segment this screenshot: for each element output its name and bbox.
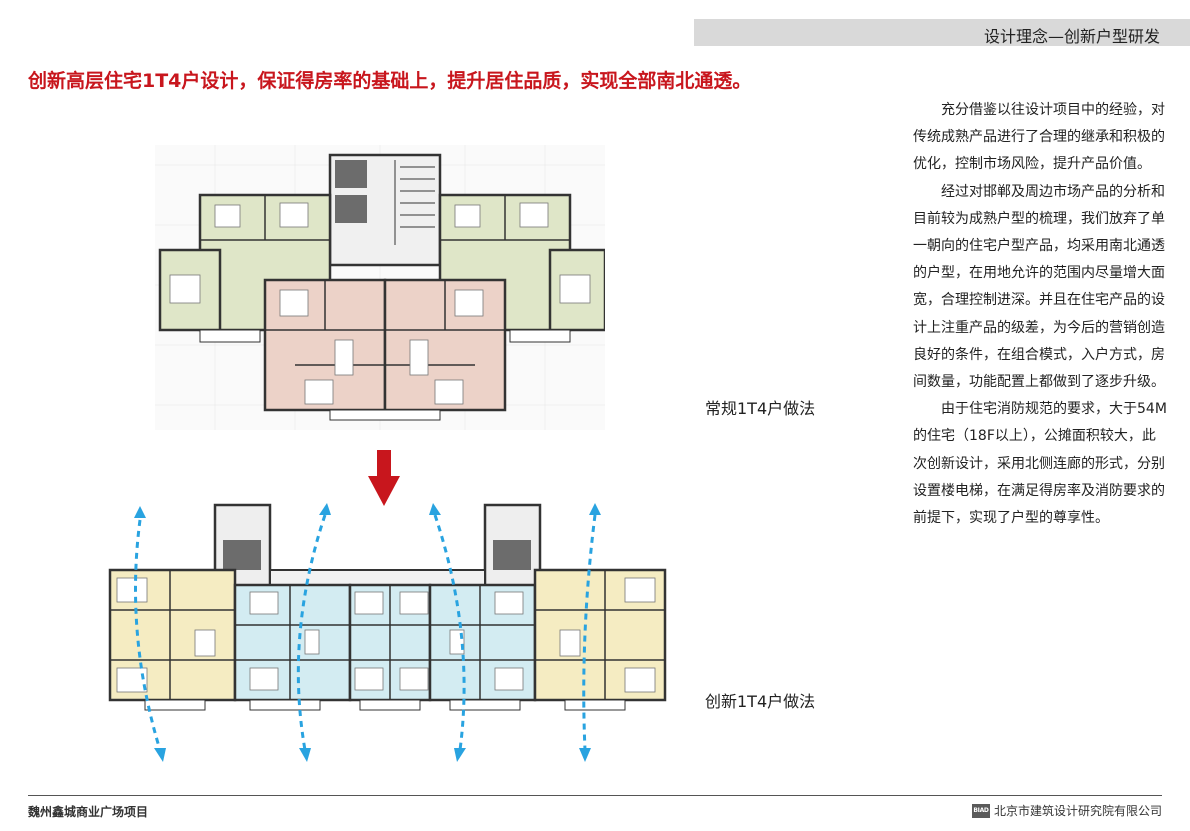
transition-arrow-icon — [368, 450, 400, 506]
headline: 创新高层住宅1T4户设计，保证得房率的基础上，提升居住品质，实现全部南北通透。 — [28, 70, 752, 92]
conventional-floor-plan — [155, 145, 605, 430]
innovative-plan-label: 创新1T4户做法 — [705, 692, 816, 711]
footer-divider — [28, 795, 1162, 796]
paragraph: 经过对邯郸及周边市场产品的分析和目前较为成熟户型的梳理，我们放弃了单一朝向的住宅… — [913, 183, 1165, 391]
paragraph: 充分借鉴以往设计项目中的经验，对传统成熟产品进行了合理的继承和积极的优化，控制市… — [913, 102, 1165, 173]
header-bar: 设计理念—创新户型研发 — [694, 19, 1190, 46]
company-credit: BIAD 北京市建筑设计研究院有限公司 — [971, 802, 1162, 819]
section-title: 设计理念—创新户型研发 — [983, 27, 1160, 46]
description-text: 充分借鉴以往设计项目中的经验，对传统成熟产品进行了合理的继承和积极的优化，控制市… — [913, 97, 1169, 532]
biad-logo-icon: BIAD — [971, 803, 990, 818]
company-name: 北京市建筑设计研究院有限公司 — [993, 804, 1162, 818]
innovative-floor-plan — [108, 503, 667, 762]
paragraph: 由于住宅消防规范的要求，大于54M的住宅（18F以上），公摊面积较大，此次创新设… — [913, 401, 1167, 527]
project-name: 魏州鑫城商业广场项目 — [28, 805, 149, 819]
conventional-plan-label: 常规1T4户做法 — [705, 399, 816, 418]
